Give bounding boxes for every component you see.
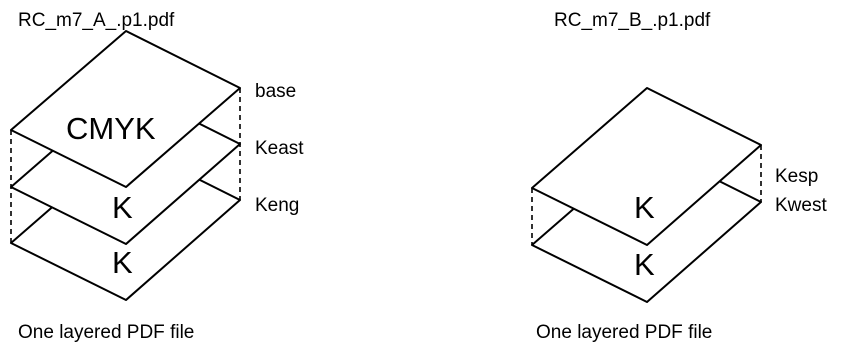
diagram-a-layer-top: CMYK xyxy=(10,30,241,188)
diagram-a-layer-label-base: base xyxy=(255,81,296,102)
diagram-a-layer-label-keast: Keast xyxy=(255,138,304,159)
diagram-b-file-name: RC_m7_B_.p1.pdf xyxy=(554,10,711,31)
diagram-b-layer-label-kwest: Kwest xyxy=(775,195,827,216)
diagram-b-bottom-plate-label: K xyxy=(634,247,655,282)
diagram-b-dashed-guides xyxy=(531,145,762,245)
diagram-b-layer-top: K xyxy=(531,87,762,246)
diagram-a-file-name: RC_m7_A_.p1.pdf xyxy=(18,10,175,31)
diagram-a-layer-label-keng: Keng xyxy=(255,195,299,216)
diagram-b-top-plate-label: K xyxy=(634,190,655,225)
diagram-b-caption: One layered PDF file xyxy=(536,322,712,343)
diagram-a-middle-plate-label: K xyxy=(112,190,133,225)
diagram-a-caption: One layered PDF file xyxy=(18,322,194,343)
diagram-a: RC_m7_A_.p1.pdf K K CMYK base Keast Keng… xyxy=(10,10,304,343)
diagram-a-bottom-plate-label: K xyxy=(112,245,133,280)
diagram-a-top-plate-label: CMYK xyxy=(66,111,156,146)
diagram-a-top-plate xyxy=(10,30,241,188)
diagram-b-layer-label-kesp: Kesp xyxy=(775,166,818,187)
diagram-b: RC_m7_B_.p1.pdf K K Kesp Kwest One layer… xyxy=(531,10,827,343)
diagram-b-top-plate xyxy=(531,87,762,246)
